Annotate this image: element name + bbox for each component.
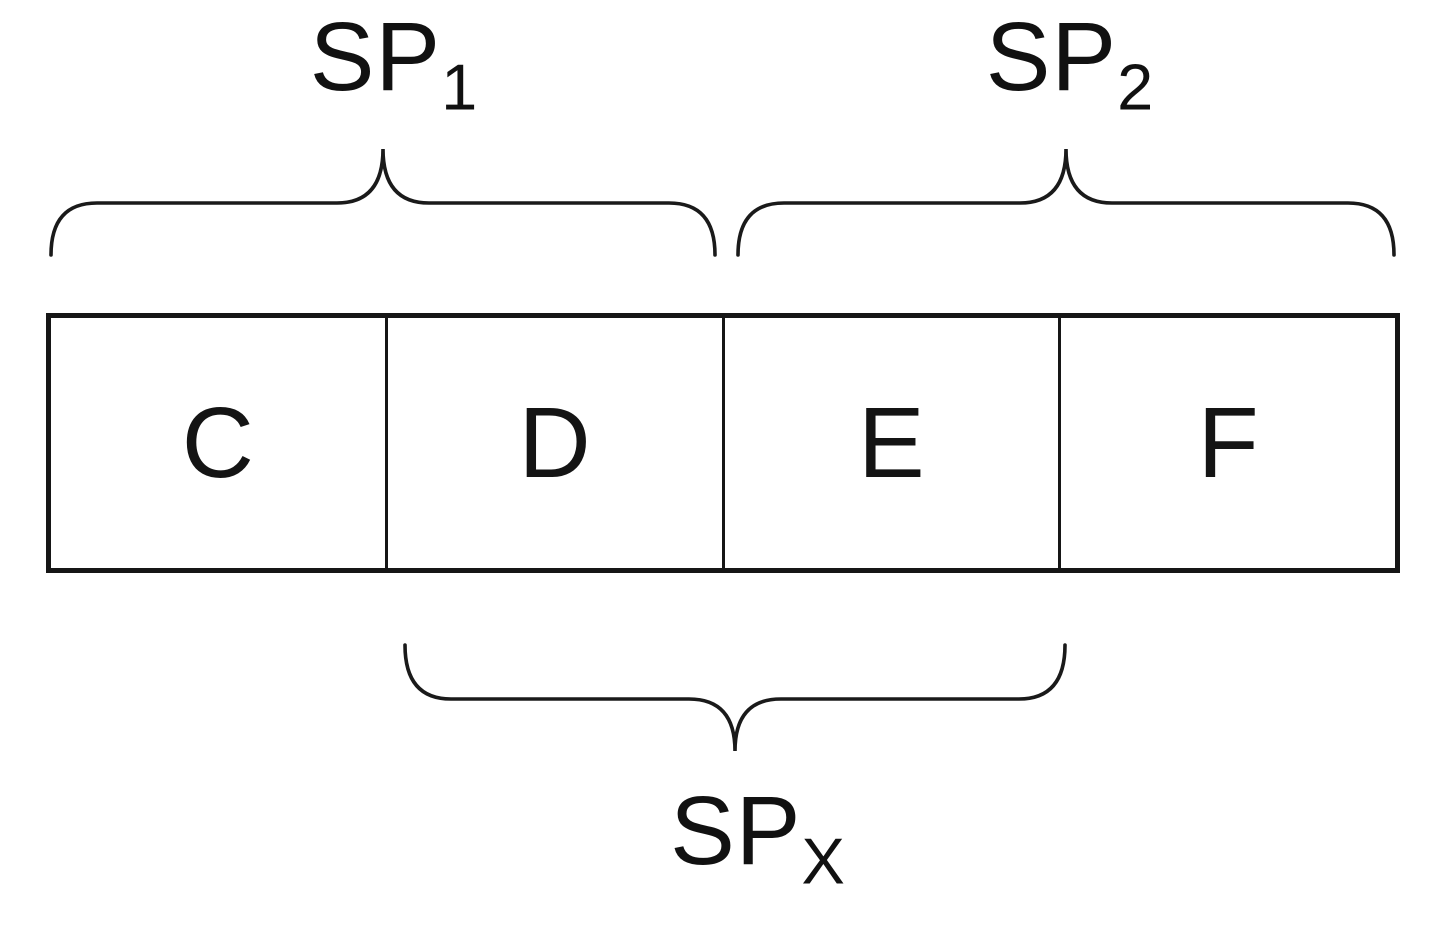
box-cell-c: C xyxy=(51,318,388,568)
sp1-label: SP1 xyxy=(59,8,729,119)
box-cell-d: D xyxy=(388,318,725,568)
sp2-label-subscript: 2 xyxy=(1117,50,1155,124)
sp2-brace xyxy=(736,148,1396,257)
sp2-label: SP2 xyxy=(739,8,1401,119)
spx-label: SPX xyxy=(425,782,1091,893)
box-cell-f: F xyxy=(1197,387,1259,499)
sp1-label-base: SP xyxy=(309,2,442,111)
sp1-brace xyxy=(49,148,717,257)
sp1-label-subscript: 1 xyxy=(441,50,479,124)
spx-label-subscript: X xyxy=(801,824,846,898)
sp2-label-base: SP xyxy=(985,2,1118,111)
spx-label-base: SP xyxy=(670,776,802,885)
box-cell-e: E xyxy=(725,318,1062,568)
spx-brace xyxy=(403,643,1067,752)
box-row: C D E F xyxy=(46,313,1400,573)
